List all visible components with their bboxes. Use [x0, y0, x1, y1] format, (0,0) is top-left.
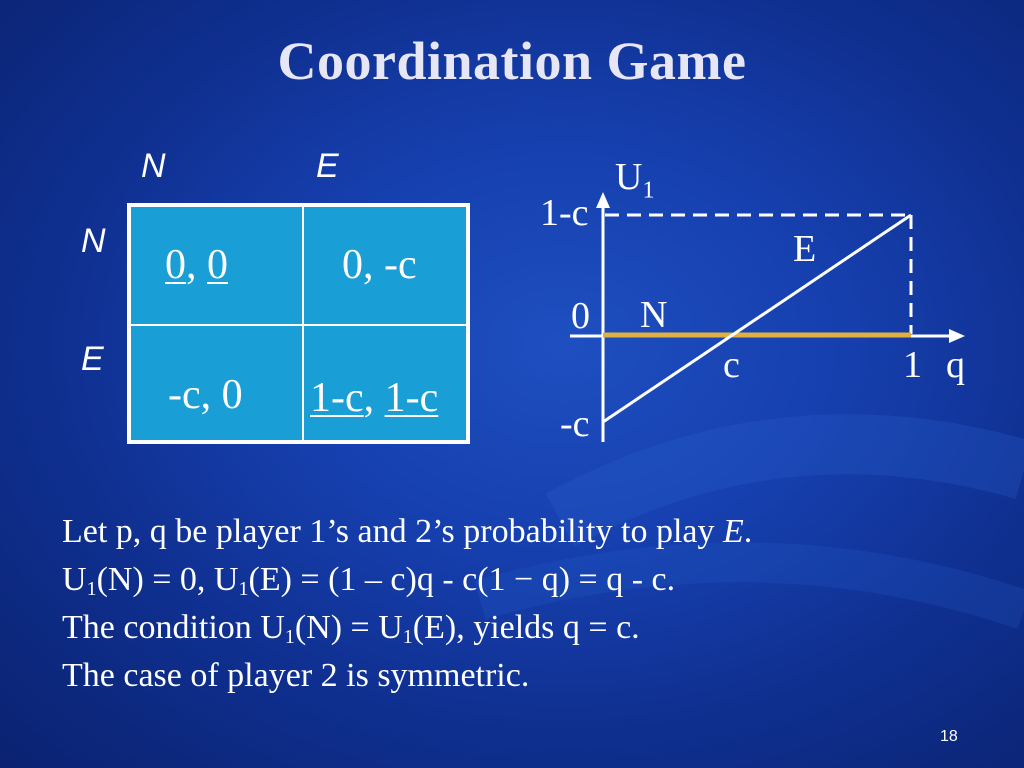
- y-axis-label: U1: [615, 158, 654, 203]
- text-line-2-sub2: 1: [238, 578, 249, 600]
- y-axis-arrow-icon: [596, 192, 610, 208]
- row-label-n: N: [81, 222, 106, 260]
- text-line-3: The condition U1(N) = U1(E), yields q = …: [62, 604, 752, 652]
- explanation-text: Let p, q be player 1’s and 2’s probabili…: [62, 508, 752, 700]
- tick-label-bottom: -c: [560, 403, 590, 445]
- cell-e-e-p1: 1-c: [310, 375, 364, 421]
- text-line-3-a: The condition U: [62, 609, 285, 646]
- text-line-3-sub2: 1: [402, 626, 413, 648]
- y-axis-label-sub: 1: [642, 177, 655, 204]
- cell-e-e: 1-c, 1-c: [310, 374, 438, 422]
- text-line-3-b: (N) = U: [294, 609, 403, 646]
- row-label-e: E: [81, 340, 104, 378]
- text-line-1-a: Let p, q be player 1’s and 2’s probabili…: [62, 513, 723, 550]
- text-line-2-sub1: 1: [86, 578, 97, 600]
- x-axis-label: q: [946, 344, 965, 386]
- tick-label-top: 1-c: [540, 192, 589, 234]
- utility-line-e: [602, 213, 912, 424]
- cell-n-n-sep: ,: [186, 242, 207, 288]
- text-line-4: The case of player 2 is symmetric.: [62, 657, 530, 694]
- text-line-3-sub1: 1: [284, 626, 295, 648]
- matrix-divider-horizontal: [131, 324, 466, 326]
- line-label-n: N: [640, 294, 668, 336]
- col-label-e: E: [316, 147, 339, 185]
- matrix-divider-vertical: [302, 207, 304, 440]
- text-line-3-c: (E), yields q = c.: [412, 609, 640, 646]
- text-line-1: Let p, q be player 1’s and 2’s probabili…: [62, 508, 752, 556]
- text-line-1-b: .: [743, 513, 753, 550]
- payoff-matrix: 0, 0 0, -c -c, 0 1-c, 1-c: [127, 203, 470, 444]
- col-label-n: N: [141, 147, 166, 185]
- cell-n-n-p2: 0: [207, 242, 228, 288]
- y-axis-label-main: U: [615, 156, 643, 198]
- text-line-2-b: (N) = 0, U: [96, 561, 239, 598]
- cell-n-n: 0, 0: [165, 241, 228, 289]
- line-label-e: E: [793, 228, 817, 270]
- x-axis-arrow-icon: [949, 329, 965, 343]
- page-number: 18: [940, 728, 958, 745]
- tick-label-c: c: [723, 344, 740, 386]
- text-line-2-c: (E) = (1 – c)q - c(1 − q) = q - c.: [248, 561, 676, 598]
- cell-e-e-p2: 1-c: [384, 375, 439, 421]
- cell-n-n-p1: 0: [165, 242, 186, 288]
- slide-title: Coordination Game: [277, 31, 747, 91]
- cell-e-n: -c, 0: [168, 372, 243, 418]
- cell-n-e: 0, -c: [342, 242, 417, 288]
- text-line-2-a: U: [62, 561, 87, 598]
- tick-label-one: 1: [903, 344, 922, 386]
- text-line-2: U1(N) = 0, U1(E) = (1 – c)q - c(1 − q) =…: [62, 556, 752, 604]
- cell-e-e-sep: ,: [363, 375, 385, 421]
- text-line-1-italic: E: [722, 513, 744, 550]
- tick-label-zero: 0: [571, 295, 590, 337]
